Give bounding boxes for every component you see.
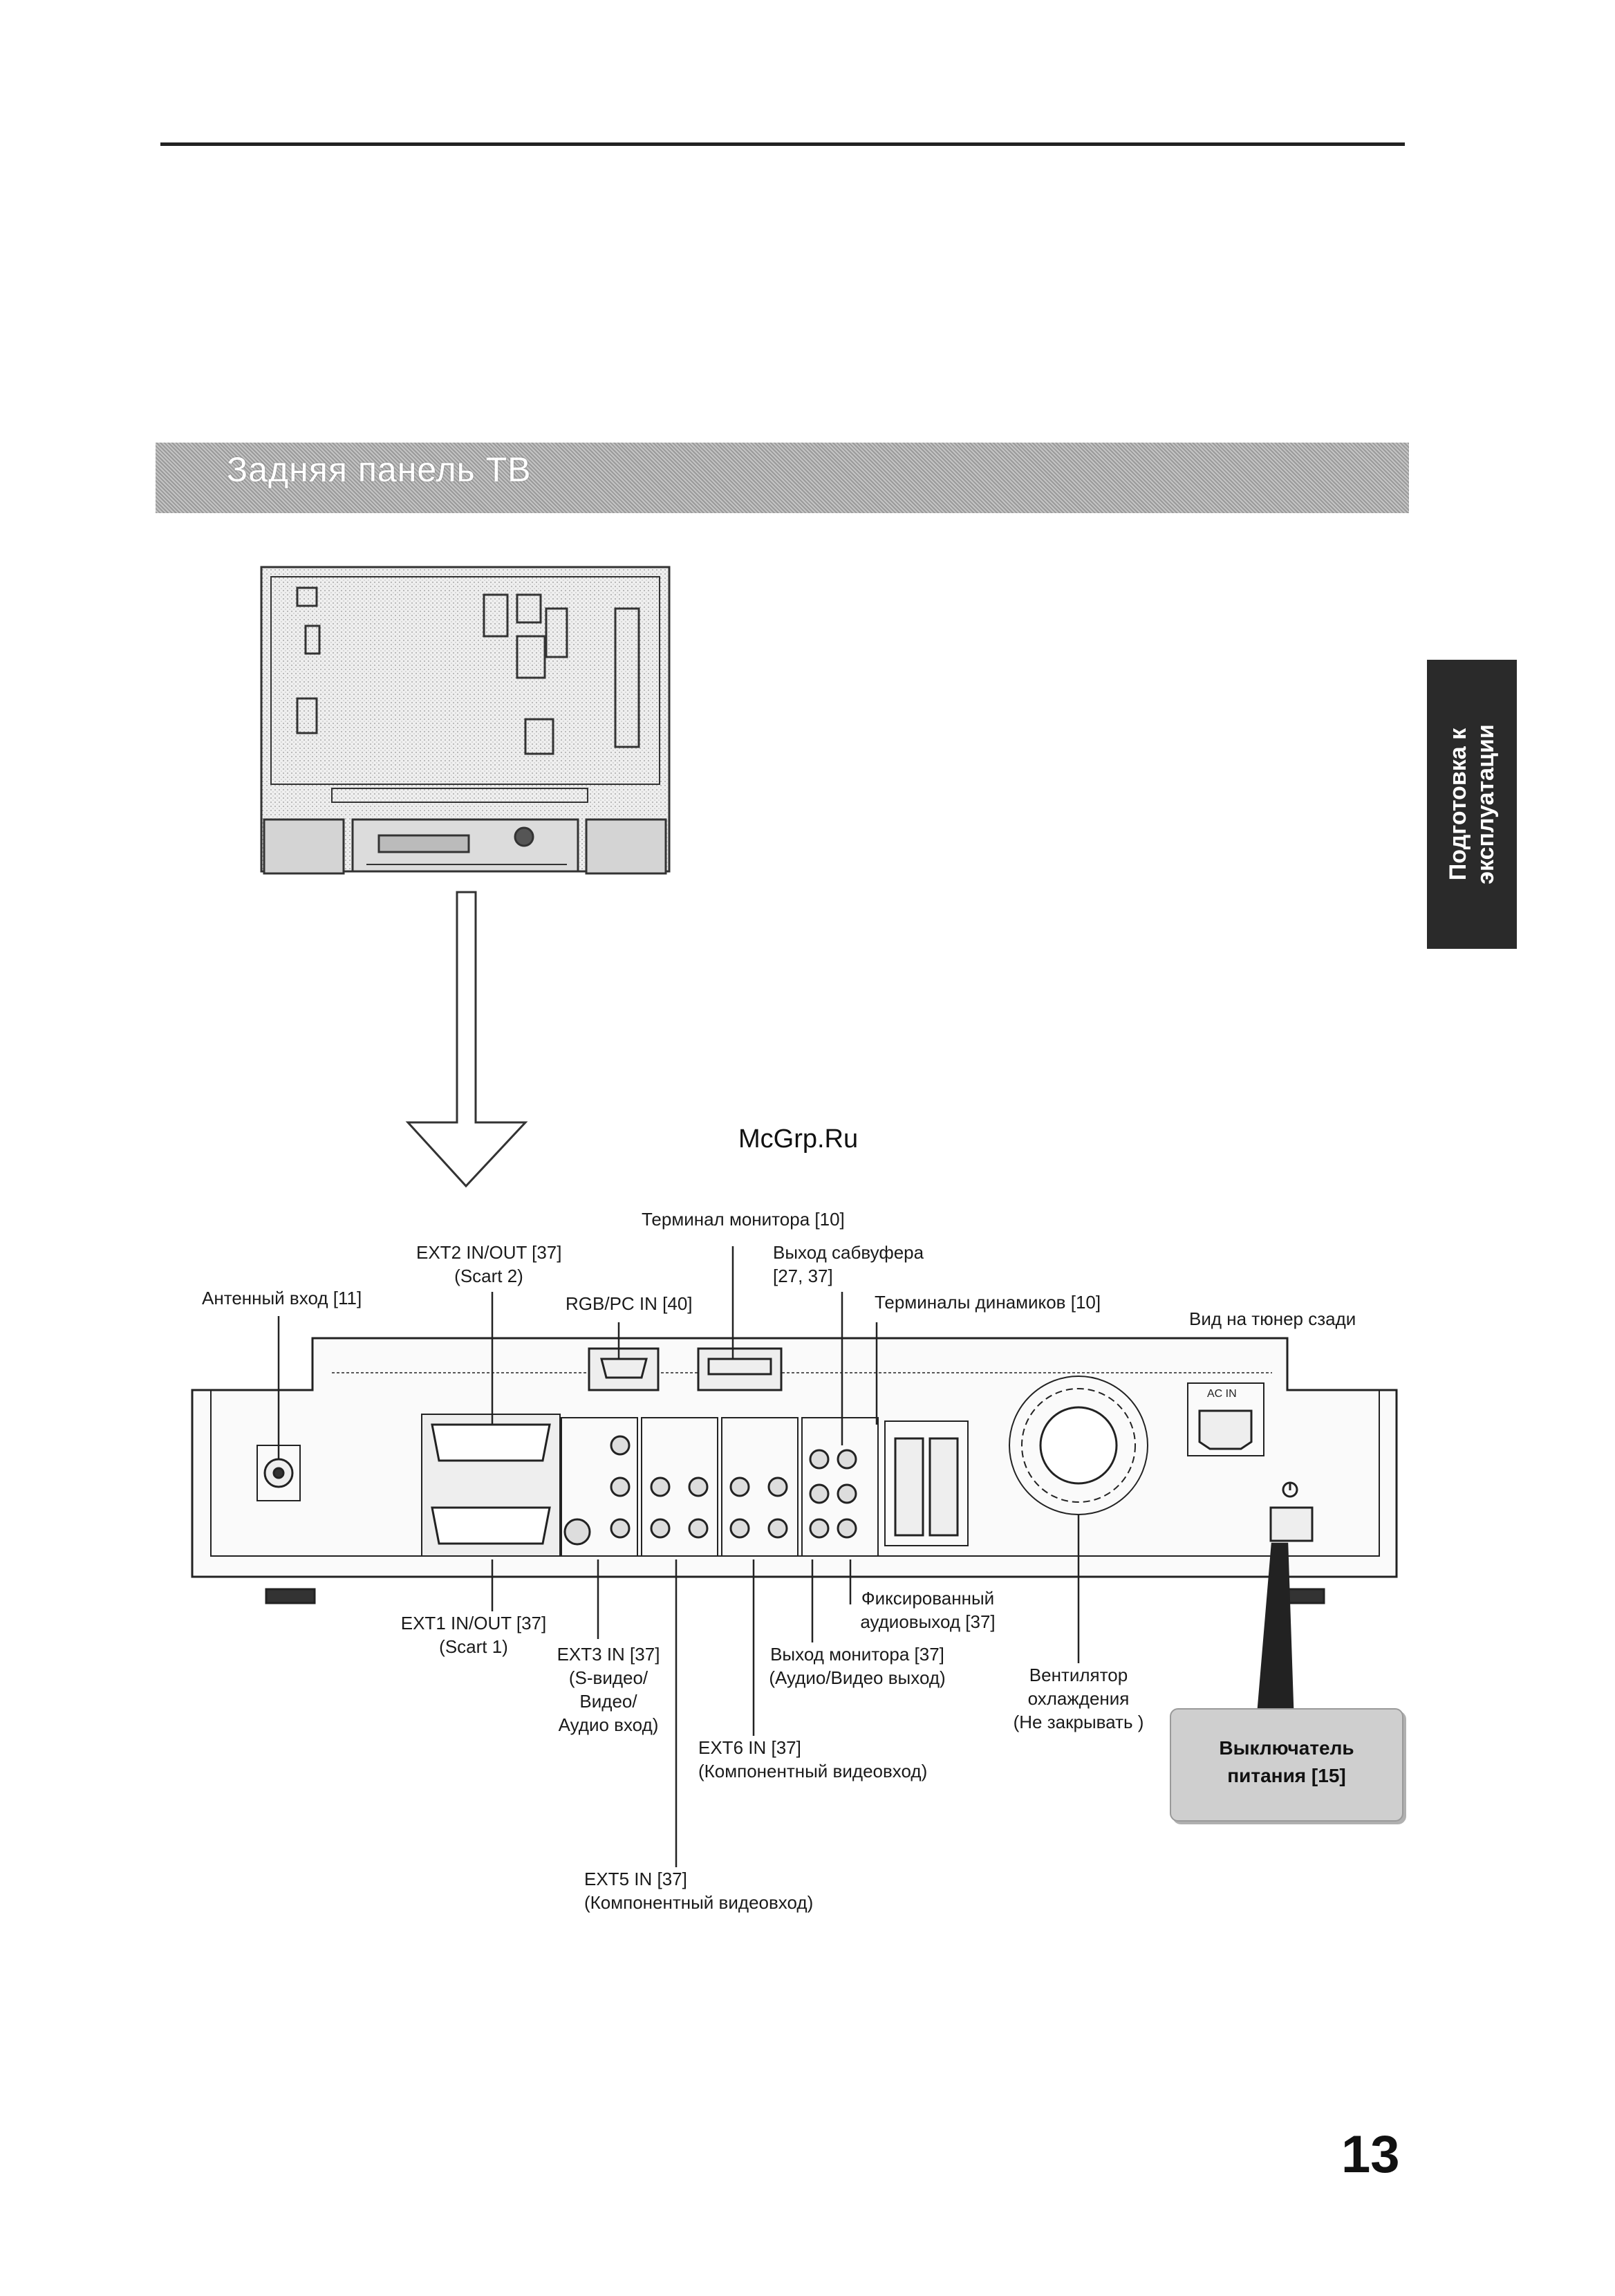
label-speaker-terminals: Терминалы динамиков [10] xyxy=(875,1292,1101,1313)
label-monitor-terminal: Терминал монитора [10] xyxy=(642,1209,845,1230)
label-fixed-audio: Фиксированный аудиовыход [37] xyxy=(838,1586,1018,1633)
section-header-bar xyxy=(156,443,1409,513)
label-fixed-audio-line-2: аудиовыход [37] xyxy=(860,1611,996,1632)
label-ext5: EXT5 IN [37] (Компонентный видеовход) xyxy=(584,1867,813,1914)
tuner-rear-panel xyxy=(191,1337,1398,1604)
label-monitor-out-line-1: Выход монитора [37] xyxy=(770,1644,944,1665)
label-fan-line-2: охлаждения xyxy=(1027,1688,1130,1709)
label-fan-line-3: (Не закрывать ) xyxy=(1013,1712,1144,1732)
label-tuner-rear: Вид на тюнер сзади xyxy=(1189,1308,1356,1329)
page-number: 13 xyxy=(1341,2125,1400,2184)
label-antenna: Антенный вход [11] xyxy=(202,1288,362,1308)
power-switch-label: Выключатель питания [15] xyxy=(1171,1734,1402,1790)
label-monitor-out-line-2: (Аудио/Видео выход) xyxy=(769,1667,946,1688)
label-ext3-line-4: Аудио вход) xyxy=(558,1714,659,1735)
label-ext1-line-1: EXT1 IN/OUT [37] xyxy=(400,1613,547,1633)
label-ext3-line-1: EXT3 IN [37] xyxy=(557,1644,660,1665)
label-subwoofer: Выход сабвуфера [27, 37] xyxy=(773,1241,924,1288)
label-fan-line-1: Вентилятор xyxy=(1029,1665,1128,1685)
label-ext1-line-2: (Scart 1) xyxy=(439,1636,508,1657)
ac-in-mark: AC IN xyxy=(1207,1388,1237,1400)
label-ext6-line-2: (Компонентный видеовход) xyxy=(698,1761,928,1781)
label-subwoofer-line-1: Выход сабвуфера xyxy=(773,1242,924,1263)
top-rule xyxy=(160,142,1405,146)
label-ext6: EXT6 IN [37] (Компонентный видеовход) xyxy=(698,1736,927,1783)
leader-lines xyxy=(277,1246,1294,1867)
power-switch-line-2: питания [15] xyxy=(1227,1765,1346,1786)
label-ext3: EXT3 IN [37] (S-видео/ Видео/ Аудио вход… xyxy=(539,1642,678,1737)
label-ext3-line-3: Видео/ xyxy=(579,1691,637,1712)
label-ext2: EXT2 IN/OUT [37] (Scart 2) xyxy=(416,1241,561,1288)
power-switch-line-1: Выключатель xyxy=(1219,1737,1354,1759)
power-switch-callout: Выключатель питания [15] xyxy=(1170,1708,1403,1822)
label-fan: Вентилятор охлаждения (Не закрывать ) xyxy=(989,1663,1168,1734)
label-ext3-line-2: (S-видео/ xyxy=(568,1667,648,1688)
label-ext1: EXT1 IN/OUT [37] (Scart 1) xyxy=(387,1611,560,1658)
label-ext6-line-1: EXT6 IN [37] xyxy=(698,1737,801,1758)
label-rgb-pc: RGB/PC IN [40] xyxy=(566,1293,693,1314)
label-fixed-audio-line-1: Фиксированный xyxy=(861,1588,995,1609)
watermark: McGrp.Ru xyxy=(738,1124,859,1154)
label-ext5-line-1: EXT5 IN [37] xyxy=(584,1869,687,1889)
tv-rear-thumbnail xyxy=(260,566,671,875)
down-arrow xyxy=(405,891,528,1188)
side-tab: Подготовка к эксплуатации xyxy=(1427,660,1517,949)
label-subwoofer-line-2: [27, 37] xyxy=(773,1266,833,1286)
label-monitor-out: Выход монитора [37] (Аудио/Видео выход) xyxy=(754,1642,961,1689)
label-ext5-line-2: (Компонентный видеовход) xyxy=(584,1892,814,1913)
label-ext2-line-2: (Scart 2) xyxy=(454,1266,523,1286)
label-ext2-line-1: EXT2 IN/OUT [37] xyxy=(416,1242,562,1263)
section-title: Задняя панель ТВ xyxy=(227,450,532,489)
